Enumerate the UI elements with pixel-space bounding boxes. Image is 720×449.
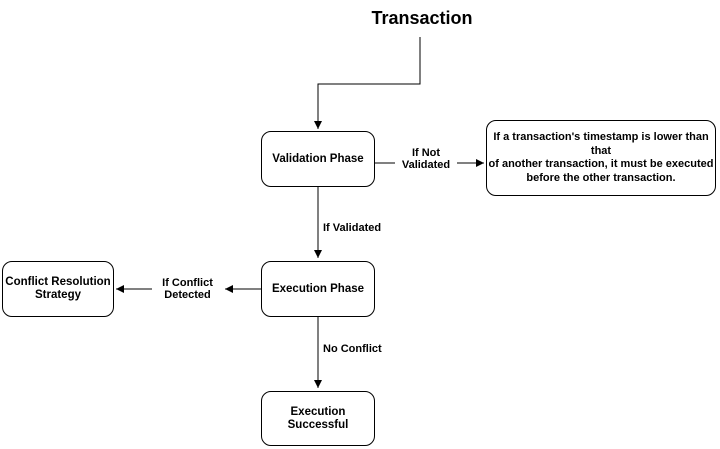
node-execution-phase-label: Execution Phase [271, 282, 365, 295]
edge-label-if-validated: If Validated [322, 222, 383, 234]
edge-transaction-to-validation [314, 37, 421, 129]
diagram-title: Transaction [371, 8, 473, 28]
edge-label-no-conflict: No Conflict [322, 343, 383, 355]
node-execution-phase[interactable]: Execution Phase [261, 261, 375, 317]
node-validation-phase-label: Validation Phase [272, 152, 364, 165]
node-execution-successful[interactable]: Execution Successful [261, 391, 375, 446]
node-conflict-resolution-strategy-label: Conflict Resolution Strategy [5, 276, 111, 301]
node-validation-phase[interactable]: Validation Phase [261, 131, 375, 187]
node-execution-successful-label: Execution Successful [287, 405, 349, 431]
node-conflict-resolution-strategy[interactable]: Conflict Resolution Strategy [2, 261, 114, 317]
node-timestamp-note-text: If a transaction's timestamp is lower th… [488, 131, 714, 184]
edge-label-if-not-validated: If Not Validated [395, 147, 457, 171]
node-timestamp-note[interactable]: If a transaction's timestamp is lower th… [486, 120, 716, 196]
edge-label-if-conflict-detected: If Conflict Detected [153, 277, 222, 301]
